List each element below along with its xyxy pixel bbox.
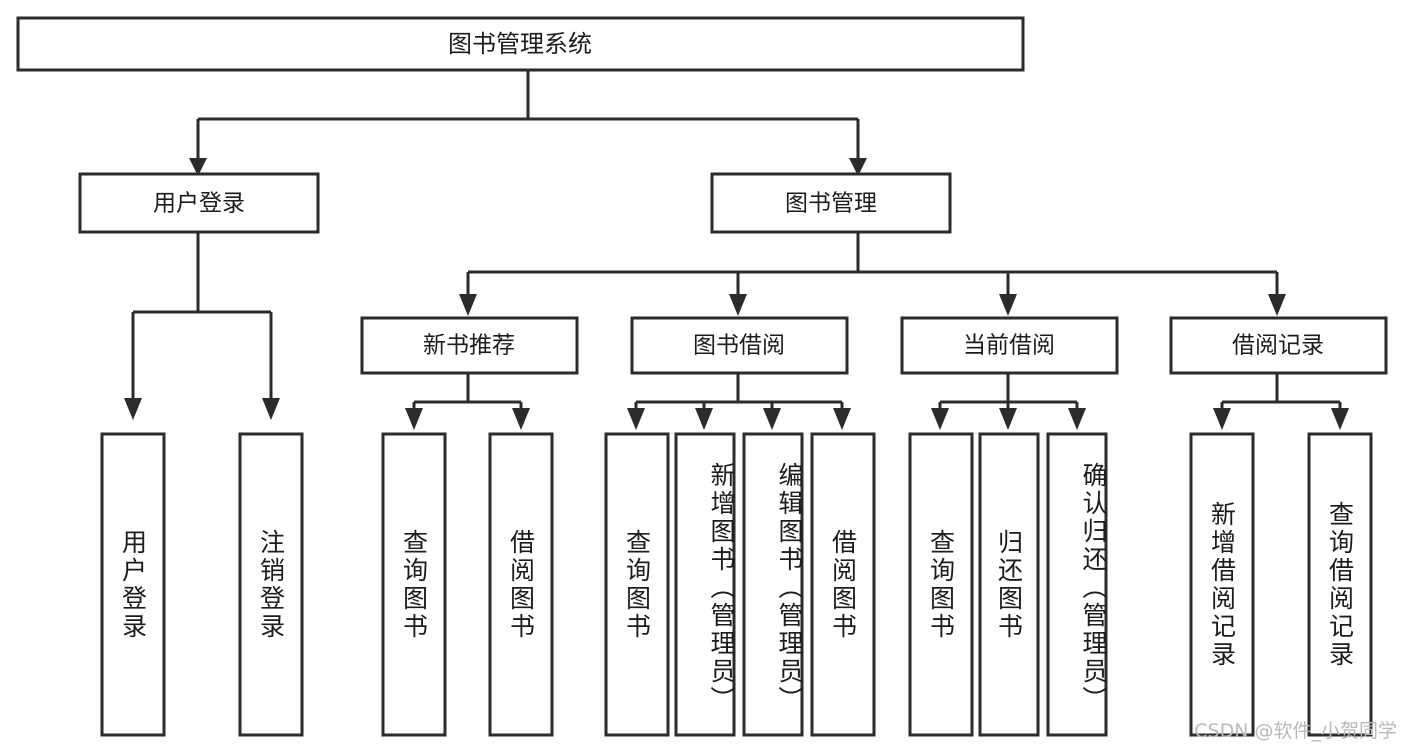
connector-root-to-level2 [189,70,867,176]
node-leaf-query-borrow-record[interactable] [1307,432,1373,737]
connector-borrowrecord-to-leaves [1213,373,1349,430]
node-leaf-query-book-1[interactable] [381,432,447,737]
node-leaf-query-book-2[interactable] [604,432,670,737]
node-user-login-label: 用户登录 [153,191,245,217]
node-leaf-add-book[interactable] [674,432,736,737]
node-current-borrow-label: 当前借阅 [963,333,1055,359]
connector-bookborrow-to-leaves [627,373,851,430]
node-root-label: 图书管理系统 [448,30,592,58]
node-user-login[interactable]: 用户登录 [78,172,320,234]
node-book-management-label: 图书管理 [785,191,877,217]
node-leaf-confirm-return[interactable] [1046,432,1108,737]
node-leaf-query-book-3[interactable] [908,432,974,737]
node-new-book-recommend-label: 新书推荐 [423,333,515,359]
connector-currentborrow-to-leaves [931,373,1086,430]
node-leaf-user-login[interactable] [100,432,166,737]
node-book-borrow-label: 图书借阅 [693,333,785,359]
node-new-book-recommend[interactable]: 新书推荐 [360,316,579,375]
node-book-borrow[interactable]: 图书借阅 [630,316,849,375]
node-leaf-return-book[interactable] [978,432,1040,737]
connector-userlogin-to-leaves [124,232,280,420]
node-leaf-edit-book[interactable] [742,432,804,737]
node-leaf-borrow-book-2[interactable] [810,432,876,737]
node-current-borrow[interactable]: 当前借阅 [900,316,1119,375]
connector-newbook-to-leaves [405,373,530,430]
node-leaf-logout-login[interactable] [238,432,304,737]
node-borrow-record[interactable]: 借阅记录 [1169,316,1388,375]
node-root[interactable]: 图书管理系统 [16,16,1025,72]
node-book-management[interactable]: 图书管理 [710,172,952,234]
node-leaf-add-borrow-record[interactable] [1189,432,1255,737]
node-leaf-borrow-book-1[interactable] [488,432,554,737]
connector-bookmgmt-to-level3 [459,232,1286,316]
node-borrow-record-label: 借阅记录 [1232,333,1324,359]
